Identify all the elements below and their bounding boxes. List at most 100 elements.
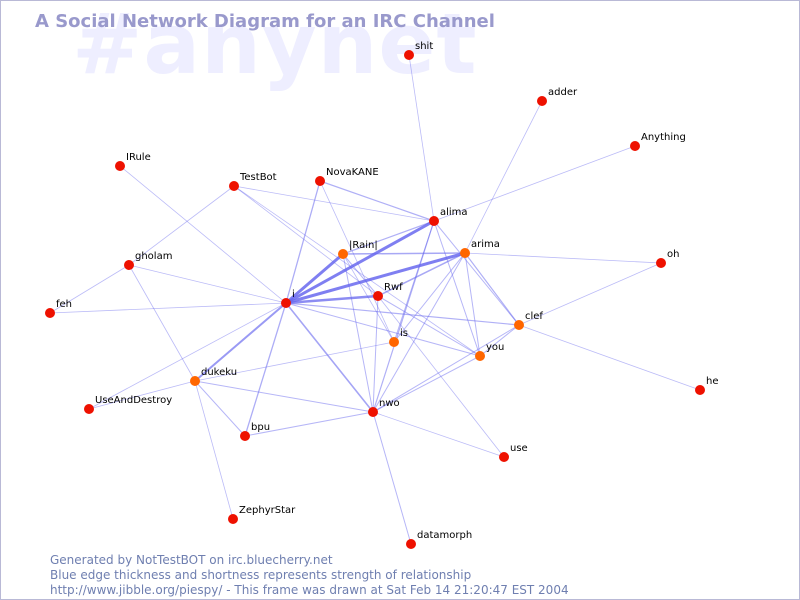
node-label: NovaKANE [326, 167, 379, 178]
node-label: TestBot [239, 172, 277, 183]
edge-i-IRule [119, 165, 287, 304]
node-alima: alima [429, 207, 468, 226]
edge-alima-TestBot [233, 185, 435, 222]
node-Anything: Anything [630, 132, 686, 151]
node-oh: oh [656, 249, 679, 268]
node-dot [240, 431, 250, 441]
edge-arima-nwo [372, 252, 466, 413]
node-feh: feh [45, 299, 72, 318]
node-NovaKANE: NovaKANE [315, 167, 379, 186]
node-dot [368, 407, 378, 417]
node-dot [315, 176, 325, 186]
node-label: nwo [379, 398, 400, 409]
node-adder: adder [537, 87, 578, 106]
node-label: dukeku [201, 367, 237, 378]
node-dot [338, 249, 348, 259]
node-dot [499, 452, 509, 462]
node-dot [229, 181, 239, 191]
edge-arima-you [464, 252, 481, 357]
node-dot [695, 385, 705, 395]
node-shit: shit [404, 41, 433, 60]
edge-i-nwo [285, 302, 374, 413]
edge-arima-Rain [342, 252, 466, 255]
edge-i-feh [49, 302, 287, 314]
node-label: i [292, 289, 295, 300]
footer-generated-by: Generated by NotTestBOT on irc.bluecherr… [50, 553, 333, 567]
node-label: gholam [135, 251, 172, 262]
edge-arima-oh [464, 252, 662, 264]
footer-timestamp: http://www.jibble.org/piespy/ - This fra… [50, 583, 569, 597]
node-dot [228, 514, 238, 524]
edge-i-Rain [284, 252, 345, 305]
node-he: he [695, 376, 719, 395]
node-dot [281, 298, 291, 308]
edge-i-you [285, 302, 481, 357]
node-nwo: nwo [368, 398, 400, 417]
node-dot [45, 308, 55, 318]
node-bpu: bpu [240, 422, 270, 441]
edge-gholam-feh [49, 264, 130, 314]
node-label: adder [548, 87, 578, 98]
node-label: ZephyrStar [239, 505, 296, 516]
edge-arima-is [393, 252, 466, 343]
edge-NovaKANE-is [319, 180, 395, 343]
edge-i-alima [284, 219, 436, 305]
edge-you-nwo [372, 355, 481, 413]
edge-alima-shit [408, 54, 435, 222]
node-IRule: IRule [115, 152, 151, 171]
node-label: use [510, 443, 528, 454]
edge-i-gholam [128, 264, 287, 304]
node-datamorph: datamorph [406, 530, 472, 549]
edge-dukeku-UseAndDestroy [88, 380, 196, 410]
edge-clef-nwo [372, 324, 520, 413]
node-UseAndDestroy: UseAndDestroy [84, 395, 172, 414]
edge-dukeku-bpu [194, 380, 246, 437]
node-dot [115, 161, 125, 171]
node-dot [475, 351, 485, 361]
edge-arima-clef [464, 252, 520, 326]
node-label: alima [440, 207, 468, 218]
node-dot [537, 96, 547, 106]
edge-arima-adder [464, 100, 543, 254]
edge-dukeku-ZephyrStar [194, 380, 234, 520]
node-dot [460, 248, 470, 258]
node-is: is [389, 328, 408, 347]
node-label: arima [471, 239, 500, 250]
edge-TestBot-gholam [128, 185, 235, 266]
node-dot [404, 50, 414, 60]
edge-Rain-Rwf [342, 253, 379, 297]
edge-dukeku-gholam [128, 264, 196, 382]
edge-dukeku-nwo [194, 380, 374, 413]
edge-i-dukeku [194, 302, 287, 382]
node-dot [190, 376, 200, 386]
edge-TestBot-you [233, 185, 481, 357]
node-dot [656, 258, 666, 268]
node-label: clef [525, 311, 543, 322]
node-label: Rwf [384, 282, 403, 293]
edge-alima-NovaKANE [319, 180, 435, 222]
node-dukeku: dukeku [190, 367, 237, 386]
edge-Rwf-use [377, 295, 505, 458]
node-Rain: |Rain| [338, 240, 378, 259]
edge-nwo-bpu [244, 411, 374, 437]
node-use: use [499, 443, 528, 462]
node-TestBot: TestBot [229, 172, 277, 191]
edge-i-bpu [244, 302, 287, 437]
node-i: i [281, 289, 295, 308]
edge-alima-clef [433, 220, 520, 326]
edge-alima-you [433, 220, 481, 357]
node-label: Anything [641, 132, 686, 143]
node-label: feh [56, 299, 72, 310]
edge-alima-is [393, 220, 435, 343]
node-label: bpu [251, 422, 270, 433]
node-label: oh [667, 249, 679, 260]
node-dot [84, 404, 94, 414]
edge-i-clef [285, 302, 520, 326]
node-you: you [475, 342, 504, 361]
node-label: UseAndDestroy [95, 395, 172, 406]
node-dot [429, 216, 439, 226]
channel-watermark: #anynet [72, 0, 478, 93]
node-dot [373, 291, 383, 301]
